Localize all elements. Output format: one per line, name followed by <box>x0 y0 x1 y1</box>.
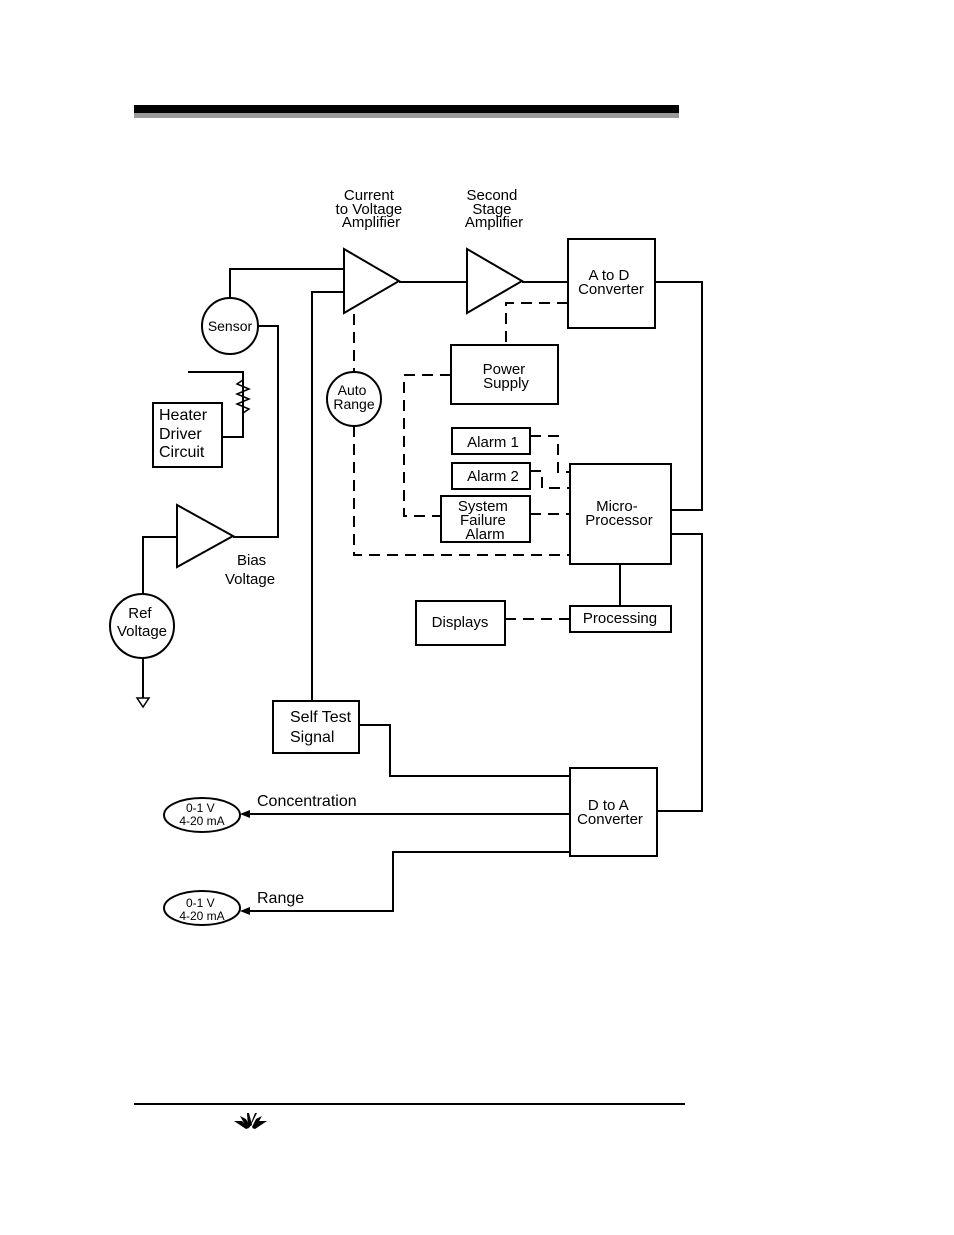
teledyne-logo-icon <box>234 1113 267 1129</box>
microprocessor-box <box>569 463 672 565</box>
power-supply-label: Power Supply <box>483 361 530 392</box>
displays-label: Displays <box>432 614 489 631</box>
processing-box <box>569 605 672 633</box>
wire-heater-loop <box>188 371 244 438</box>
second-stage-amplifier <box>466 247 524 315</box>
ground-icon <box>135 697 151 709</box>
auto-range-circle <box>326 371 382 427</box>
current-to-voltage-amplifier <box>343 247 401 315</box>
header-rule <box>134 105 679 113</box>
alarm-1-box <box>451 427 531 455</box>
dash-alarm1-to-micro <box>530 435 570 473</box>
heater-driver-label: Heater Driver Circuit <box>159 407 211 461</box>
auto-range-label: Auto Range <box>333 382 374 412</box>
wire-range-out <box>245 851 570 912</box>
range-label: Range <box>257 890 304 907</box>
bias-voltage-amplifier <box>176 503 236 569</box>
output-2-ellipse <box>163 890 241 926</box>
system-failure-label: System Failure Alarm <box>458 498 512 543</box>
wire-micro-to-dac <box>657 533 703 812</box>
alarm-2-label: Alarm 2 <box>467 468 519 485</box>
processing-label: Processing <box>583 610 657 627</box>
wire-selftest-to-dac <box>359 724 570 777</box>
microprocessor-label: Micro- Processor <box>585 498 653 529</box>
alarm-1-label: Alarm 1 <box>467 434 519 451</box>
power-supply-box <box>450 344 559 405</box>
dash-power-to-sysfail <box>403 374 451 517</box>
arrowhead-concentration <box>240 810 250 818</box>
i-to-v-amplifier-label: Current to Voltage Amplifier <box>336 187 407 231</box>
sensor-circle <box>201 297 259 355</box>
resistor-icon <box>235 375 251 418</box>
ref-voltage-label: Ref Voltage <box>117 605 167 640</box>
output-1-label: 0-1 V 4-20 mA <box>179 801 224 828</box>
self-test-box <box>272 700 360 754</box>
concentration-label: Concentration <box>257 793 357 810</box>
footer-rule <box>134 1103 685 1105</box>
heater-driver-box <box>152 402 223 468</box>
wire-ref-to-bias <box>142 536 177 597</box>
system-failure-box <box>440 495 531 543</box>
wire-bias-to-sensor <box>233 325 279 538</box>
alarm-2-box <box>451 462 531 490</box>
wire-sensor-to-amp <box>229 268 344 299</box>
dash-autorange-to-micro <box>353 426 570 556</box>
ref-voltage-circle <box>109 593 175 659</box>
dash-alarm2-to-micro <box>530 470 570 489</box>
d-to-a-label: D to A Converter <box>577 797 643 828</box>
d-to-a-converter-box <box>569 767 658 857</box>
displays-box <box>415 600 506 646</box>
a-to-d-converter-box <box>567 238 656 329</box>
wire-selftest-to-amp <box>311 291 344 700</box>
output-2-label: 0-1 V 4-20 mA <box>179 896 224 923</box>
output-1-ellipse <box>163 797 241 833</box>
dash-adc-to-power <box>505 302 568 345</box>
wire-adc-to-micro <box>655 281 703 511</box>
header-rule-shadow <box>134 113 679 118</box>
self-test-label: Self Test Signal <box>290 709 356 746</box>
second-stage-amplifier-label: Second Stage Amplifier <box>465 187 523 231</box>
arrowhead-range <box>240 907 250 915</box>
a-to-d-label: A to D Converter <box>578 267 644 298</box>
sensor-label: Sensor <box>208 318 253 334</box>
bias-voltage-label: Bias Voltage <box>225 552 275 588</box>
